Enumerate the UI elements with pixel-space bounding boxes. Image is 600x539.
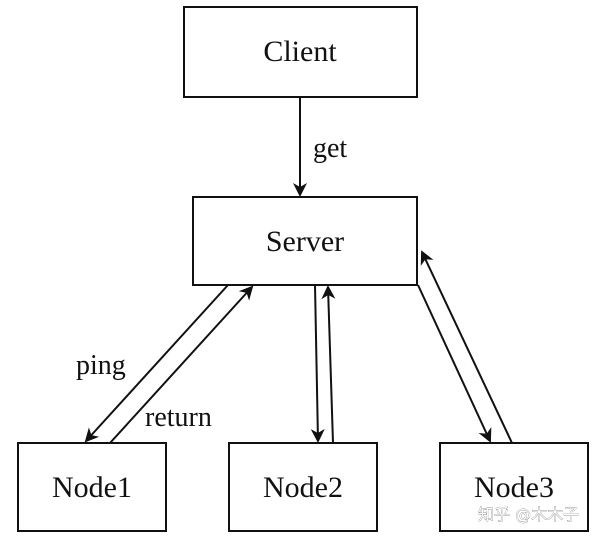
node1-node: Node1 xyxy=(17,442,167,532)
server-box xyxy=(192,196,418,286)
node3-node: Node3 xyxy=(439,442,589,532)
server-to-node2-arrow xyxy=(310,284,325,443)
client-node: Client xyxy=(183,6,418,98)
client-label: Client xyxy=(263,35,337,68)
node3-label: Node3 xyxy=(474,471,554,504)
node3-to-server-arrow xyxy=(420,250,513,444)
server-node: Server xyxy=(192,196,418,286)
node1-box xyxy=(17,442,167,532)
node2-node: Node2 xyxy=(228,442,378,532)
server-label: Server xyxy=(266,225,344,258)
watermark-text: 知乎 @木木子 xyxy=(478,505,579,524)
get-edge-label: get xyxy=(313,133,347,164)
node2-box xyxy=(228,442,378,532)
server-to-node3-arrow xyxy=(417,284,492,443)
client-box xyxy=(183,6,418,98)
node2-to-server-arrow xyxy=(321,285,336,444)
return-edge-label: return xyxy=(145,402,212,433)
server-to-node1-arrow xyxy=(84,284,229,443)
node2-label: Node2 xyxy=(263,471,343,504)
node3-box xyxy=(439,442,589,532)
node1-to-server-arrow xyxy=(109,285,254,444)
node1-label: Node1 xyxy=(52,471,132,504)
ping-edge-label: ping xyxy=(76,350,126,381)
